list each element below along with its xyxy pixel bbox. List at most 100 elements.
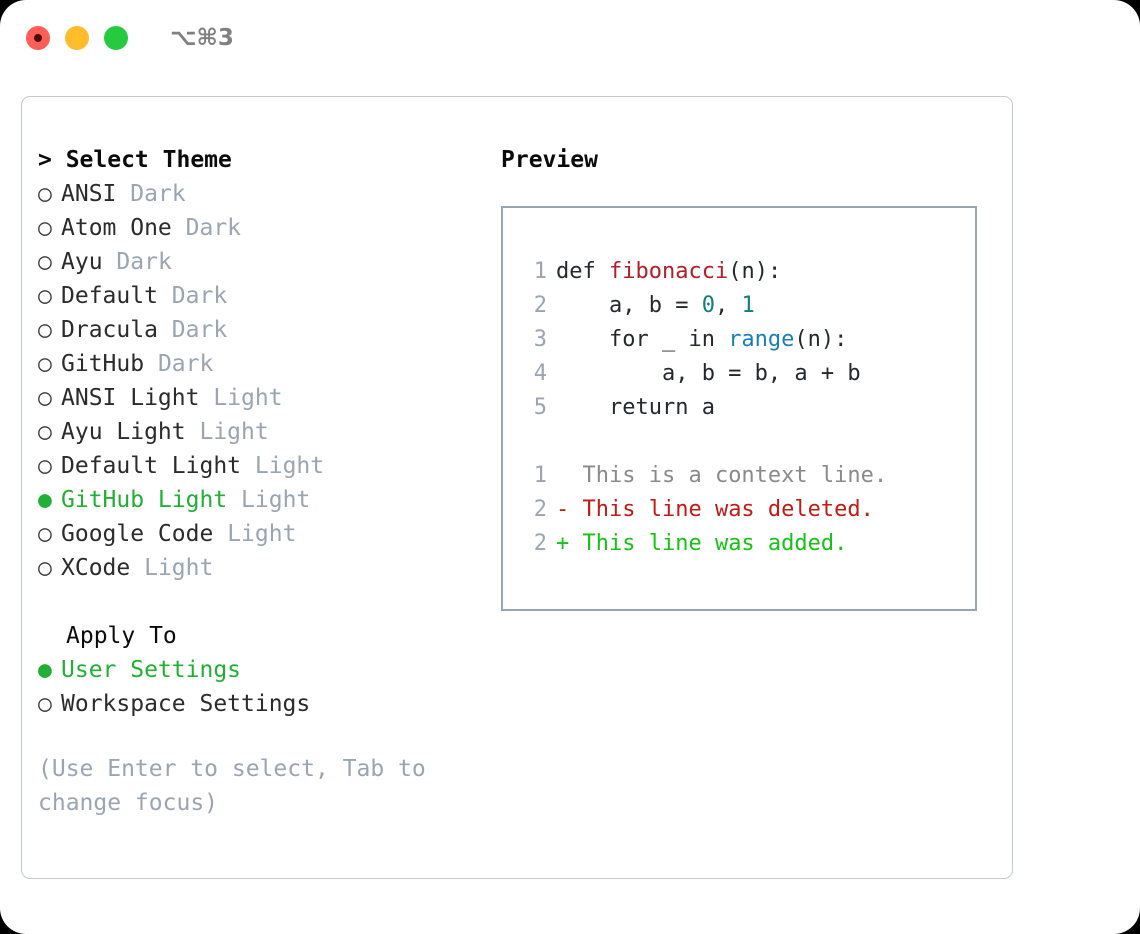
space <box>130 551 144 585</box>
theme-kind-badge: Dark <box>171 283 228 309</box>
token-plain: a, b = b, a + b <box>556 361 861 386</box>
space <box>227 483 241 517</box>
theme-option-github[interactable]: ○ GitHub Dark <box>38 347 478 381</box>
apply-to-list: ● User Settings ○Workspace Settings <box>38 653 478 721</box>
theme-kind-badge: Dark <box>157 351 214 377</box>
token-func: fibonacci <box>608 259 729 284</box>
line-number: 1 <box>533 259 547 284</box>
theme-kind-badge: Light <box>213 385 283 411</box>
token-plain: return a <box>556 395 715 420</box>
theme-name: Ayu Light <box>61 419 186 445</box>
theme-name: Google Code <box>61 521 214 547</box>
theme-name: Default Light <box>61 453 242 479</box>
space <box>116 177 130 211</box>
preview-title: Preview <box>501 147 598 173</box>
keyboard-shortcut-label: ⌥⌘3 <box>170 25 234 51</box>
diff-text: This line was deleted. <box>569 497 874 522</box>
theme-name: Dracula <box>61 317 158 343</box>
radio-unselected-icon: ○ <box>38 521 52 547</box>
space <box>186 415 200 449</box>
radio-unselected-icon: ○ <box>38 351 52 377</box>
theme-option-xcode[interactable]: ○XCode Light <box>38 551 478 585</box>
theme-kind-badge: Dark <box>171 317 228 343</box>
code-line: 4 a, b = b, a + b <box>517 357 975 391</box>
diff-marker <box>556 463 569 488</box>
theme-option-ansi-light[interactable]: ○ANSI Light Light <box>38 381 478 415</box>
code-content: return a <box>556 391 715 425</box>
apply-to-label: User Settings <box>61 657 242 683</box>
maximize-button[interactable] <box>104 26 128 50</box>
spacer <box>38 585 478 619</box>
code-content: a, b = 0, 1 <box>556 289 755 323</box>
theme-kind-badge: Light <box>199 419 269 445</box>
theme-picker-column: > Select Theme ○ANSI Dark○Atom One Dark○… <box>38 143 478 820</box>
theme-name: GitHub <box>61 351 145 377</box>
code-diff-separator <box>517 425 975 459</box>
diff-sample: 1 This is a context line.2- This line wa… <box>517 459 975 561</box>
token-plain: , <box>714 293 742 318</box>
apply-to-option-workspace-settings[interactable]: ○Workspace Settings <box>38 687 478 721</box>
line-number: 5 <box>533 395 547 420</box>
diff-line-number: 2 <box>533 531 547 556</box>
radio-selected-icon: ● <box>38 657 52 683</box>
radio-unselected-icon: ○ <box>38 215 52 241</box>
theme-kind-badge: Dark <box>130 181 186 207</box>
theme-option-atom-one[interactable]: ○Atom One Dark <box>38 211 478 245</box>
theme-kind-badge: Light <box>254 453 325 479</box>
theme-option-default-light[interactable]: ○Default Light Light <box>38 449 478 483</box>
theme-option-ansi[interactable]: ○ ANSI Dark <box>38 177 478 211</box>
code-content: a, b = b, a + b <box>556 357 861 391</box>
code-content: def fibonacci(n): <box>556 255 781 289</box>
theme-option-dracula[interactable]: ○ Dracula Dark <box>38 313 478 347</box>
space <box>213 517 227 551</box>
radio-unselected-icon: ○ <box>38 317 52 343</box>
token-plain: (n): <box>728 259 782 284</box>
line-number: 4 <box>533 361 547 386</box>
theme-kind-badge: Light <box>241 487 311 513</box>
close-button[interactable] <box>26 26 50 50</box>
close-icon <box>34 34 42 42</box>
theme-option-ayu-light[interactable]: ○ Ayu Light Light <box>38 415 478 449</box>
radio-unselected-icon: ○ <box>38 691 52 717</box>
code-line: 3 for _ in range(n): <box>517 323 975 357</box>
diff-line-added: 2 + This line was added. <box>517 527 975 561</box>
diff-content: + This line was added. <box>556 527 847 561</box>
token-call: range <box>728 327 795 352</box>
theme-option-ayu[interactable]: ○Ayu Dark <box>38 245 478 279</box>
diff-content: This is a context line. <box>556 459 887 493</box>
main-panel: > Select Theme ○ANSI Dark○Atom One Dark○… <box>21 96 1013 879</box>
line-number: 3 <box>533 327 547 352</box>
space <box>199 381 213 415</box>
diff-marker: - <box>556 497 570 522</box>
radio-unselected-icon: ○ <box>38 419 52 445</box>
diff-line-context: 1 This is a context line. <box>517 459 975 493</box>
theme-option-google-code[interactable]: ○Google Code Light <box>38 517 478 551</box>
minimize-button[interactable] <box>65 26 89 50</box>
theme-kind-badge: Dark <box>185 215 242 241</box>
radio-unselected-icon: ○ <box>38 283 52 309</box>
radio-unselected-icon: ○ <box>38 249 52 275</box>
select-theme-header: > Select Theme <box>38 147 232 173</box>
token-plain: def <box>556 259 609 284</box>
diff-text: This line was added. <box>569 531 848 556</box>
token-plain: a, b = <box>556 293 702 318</box>
theme-name: ANSI <box>61 181 117 207</box>
line-number: 2 <box>533 293 547 318</box>
code-content: for _ in range(n): <box>556 323 847 357</box>
token-plain: (n): <box>794 327 848 352</box>
space <box>158 279 172 313</box>
token-num: 0 <box>701 293 715 318</box>
theme-option-default[interactable]: ○ Default Dark <box>38 279 478 313</box>
theme-name: XCode <box>61 555 131 581</box>
theme-list: ○ANSI Dark○Atom One Dark○Ayu Dark○Defaul… <box>38 177 478 585</box>
theme-option-github-light[interactable]: ●GitHub Light Light <box>38 483 478 517</box>
apply-to-option-user-settings[interactable]: ● User Settings <box>38 653 478 687</box>
code-line: 5 return a <box>517 391 975 425</box>
code-line: 1 def fibonacci(n): <box>517 255 975 289</box>
diff-line-deleted: 2- This line was deleted. <box>517 493 975 527</box>
radio-unselected-icon: ○ <box>38 181 52 207</box>
theme-name: Default <box>61 283 158 309</box>
